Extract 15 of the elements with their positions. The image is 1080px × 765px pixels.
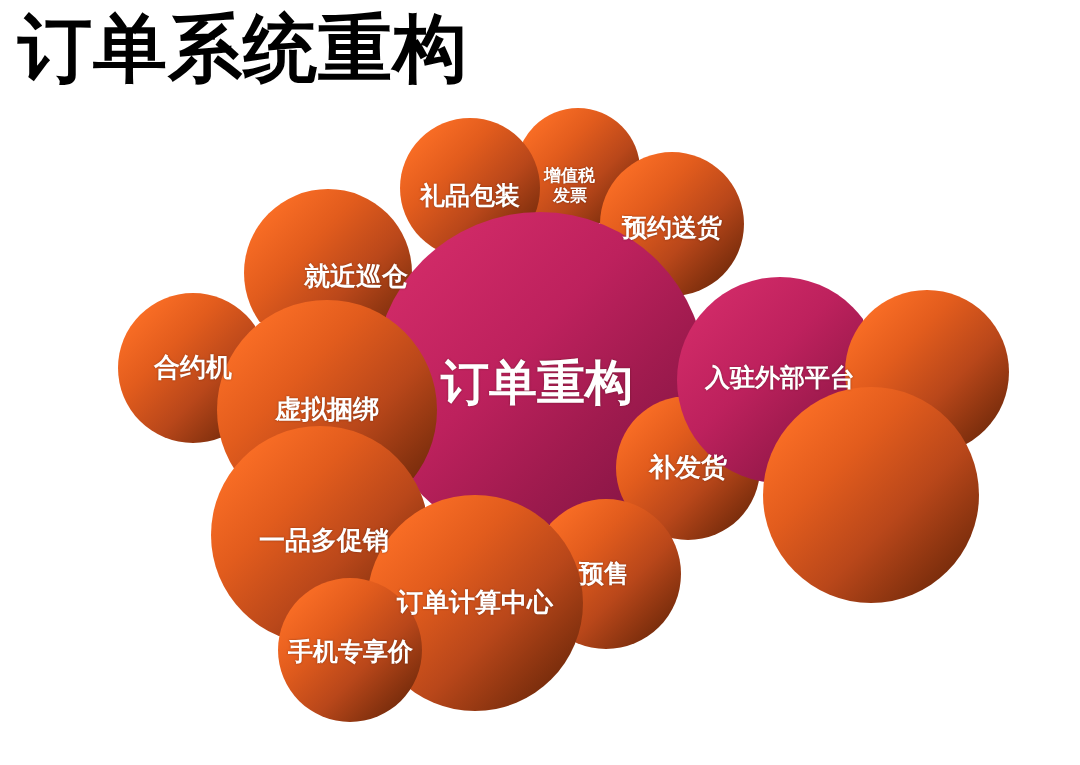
bubble-label: 礼品包装 bbox=[420, 181, 520, 211]
bubble-label: 预售 bbox=[579, 559, 629, 589]
topic-bubble bbox=[278, 578, 422, 722]
bubble-label: 订单计算中心 bbox=[397, 588, 553, 618]
bubble-label: 就近巡仓 bbox=[304, 262, 408, 292]
bubble-label: 合约机 bbox=[154, 353, 232, 383]
bubble-label: 入驻外部平台 bbox=[705, 363, 855, 393]
bubble-label: 补发货 bbox=[649, 453, 727, 483]
bubble-label: 订单重构 bbox=[441, 355, 633, 411]
bubble-label: 虚拟捆绑 bbox=[275, 395, 379, 425]
bubble-label: 预约送货 bbox=[622, 213, 722, 243]
page-title: 订单系统重构 bbox=[18, 8, 468, 90]
bubble-label: 增值税发票 bbox=[542, 166, 597, 206]
bubble-label: 一品多促销 bbox=[259, 526, 389, 556]
bubble-label: 手机专享价 bbox=[287, 637, 413, 667]
